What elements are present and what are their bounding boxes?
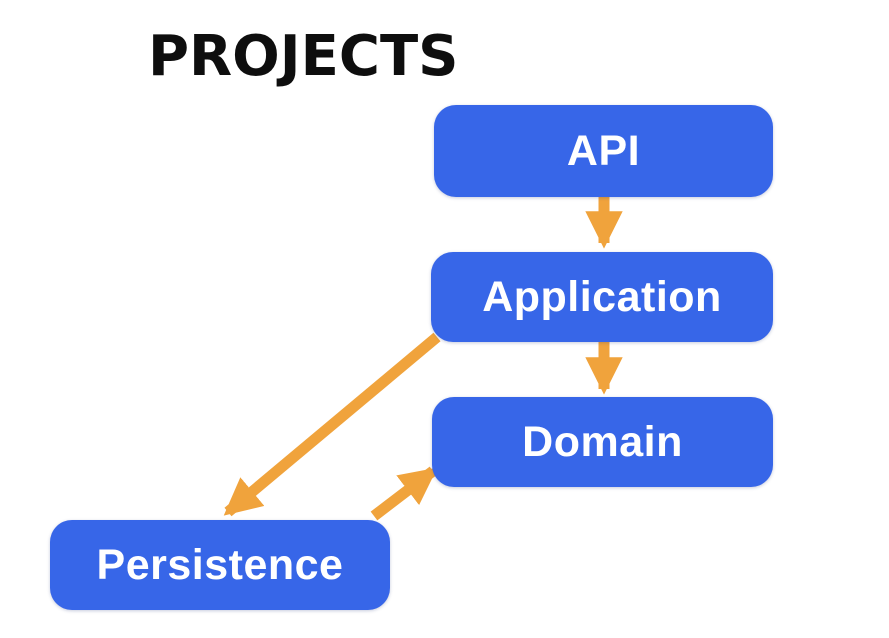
edge-persistence-to-domain-arrow [370,466,438,521]
edge-application-to-persistence-arrow [223,332,441,517]
node-persistence: Persistence [50,520,390,610]
node-api-label: API [566,126,641,175]
node-application: Application [431,252,773,342]
node-domain-label: Domain [522,417,683,466]
diagram-title: PROJECTS [148,24,459,89]
node-application-label: Application [482,272,722,321]
node-persistence-label: Persistence [96,540,344,589]
node-api: API [434,105,773,197]
node-domain: Domain [432,397,773,487]
